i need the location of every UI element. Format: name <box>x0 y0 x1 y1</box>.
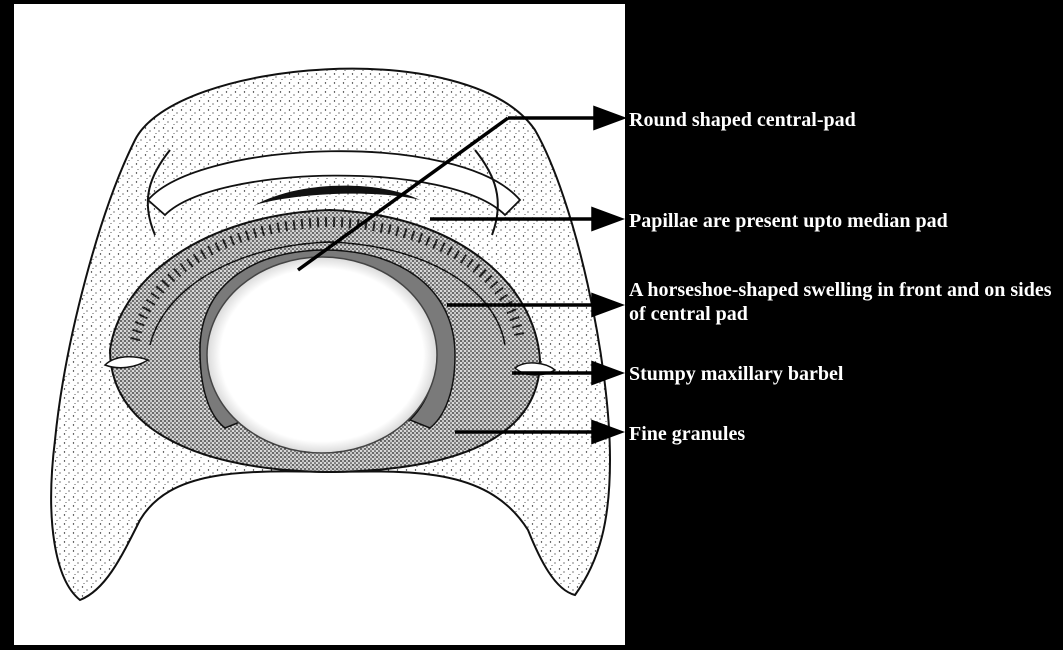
label-central-pad: Round shaped central-pad <box>629 108 856 132</box>
arrowhead-horseshoe <box>593 295 620 315</box>
central-pad <box>207 257 437 453</box>
arrowhead-central-pad <box>595 108 622 128</box>
label-fine-granules: Fine granules <box>629 422 745 446</box>
arrowhead-papillae <box>593 209 620 229</box>
label-maxillary-barbel: Stumpy maxillary barbel <box>629 362 843 386</box>
arrowhead-barbel <box>593 363 620 383</box>
label-papillae: Papillae are present upto median pad <box>629 209 948 233</box>
label-horseshoe-swelling: A horseshoe-shaped swelling in front and… <box>629 278 1059 326</box>
